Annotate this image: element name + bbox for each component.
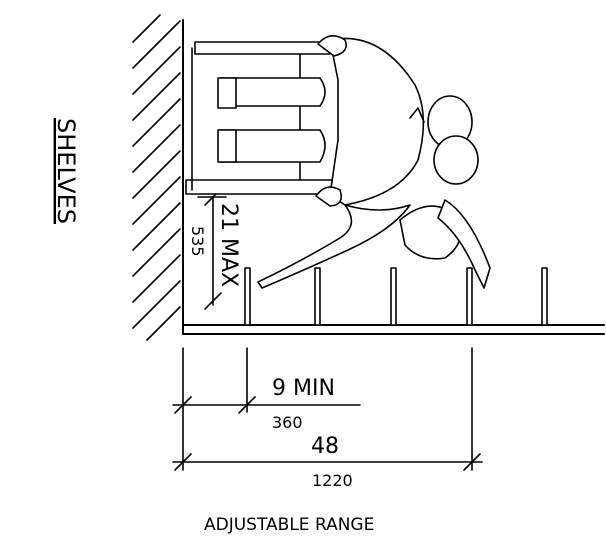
wall-hatching xyxy=(132,14,181,341)
shelf-uprights xyxy=(244,267,548,326)
min-dimension-metric: 360 xyxy=(272,413,303,432)
wall xyxy=(132,14,184,341)
min-dimension-imperial: 9 MIN xyxy=(272,376,335,401)
min-dimension: 9 MIN 360 xyxy=(172,347,361,471)
height-dimension-metric: 535 xyxy=(188,226,207,257)
height-dimension-imperial: 21 MAX xyxy=(216,203,241,287)
side-label-shelves: SHELVES xyxy=(52,118,80,224)
range-dimension: 48 1220 xyxy=(172,347,483,490)
wheelchair-user-figure xyxy=(185,35,491,289)
caption-adjustable-range: ADJUSTABLE RANGE xyxy=(204,515,374,535)
height-dimension: 21 MAX 535 xyxy=(188,188,241,310)
range-dimension-imperial: 48 xyxy=(311,434,339,459)
range-dimension-metric: 1220 xyxy=(312,471,353,490)
floor xyxy=(182,324,605,335)
